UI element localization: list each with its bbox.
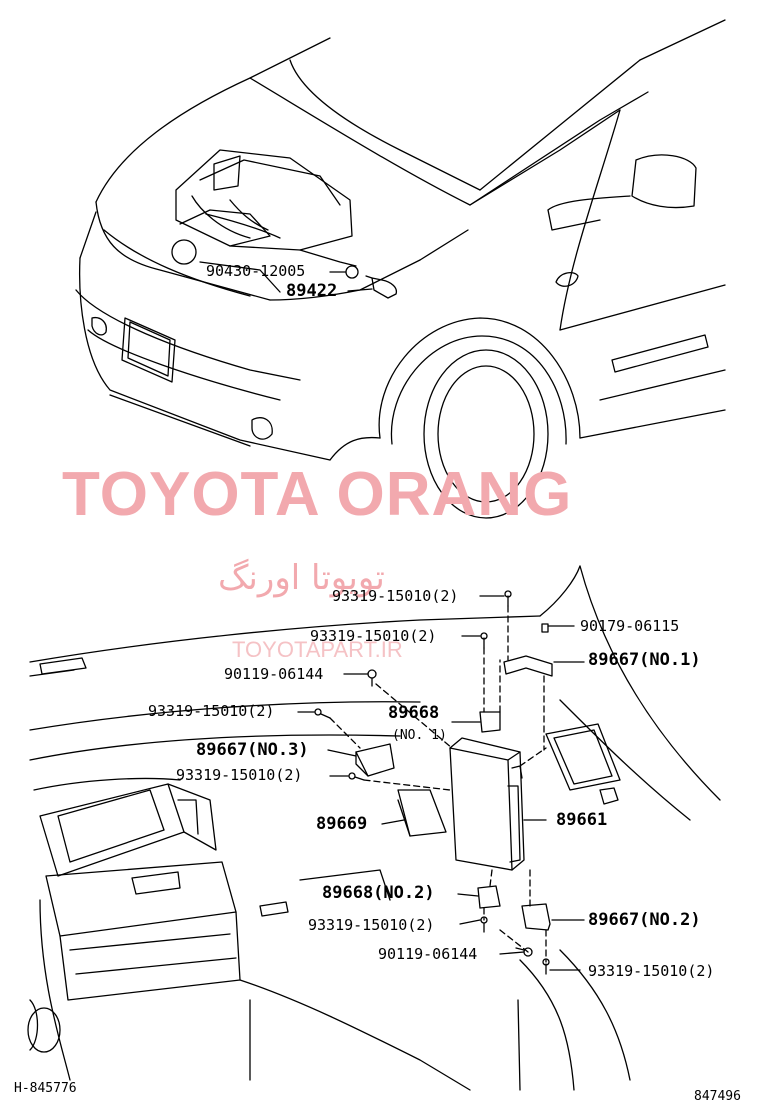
drawing-code-right: 847496 <box>694 1089 741 1104</box>
part-label-90119-a: 90119-06144 <box>224 665 324 683</box>
part-label-90179: 90179-06115 <box>580 617 680 635</box>
part-label-89667-no3: 89667(NO.3) <box>196 740 309 760</box>
part-label-89669: 89669 <box>316 814 368 834</box>
part-label-89667-no2: 89667(NO.2) <box>588 910 701 930</box>
part-label-93319-d: 93319-15010(2) <box>176 766 303 784</box>
leader-lines-upper <box>329 271 373 292</box>
part-label-90430: 90430-12005 <box>206 262 306 280</box>
part-label-89668-top: 89668 <box>388 703 440 723</box>
part-label-89668-no2: 89668(NO.2) <box>322 883 435 903</box>
part-label-89667-no1: 89667(NO.1) <box>588 650 701 670</box>
part-label-93319-b: 93319-15010(2) <box>310 627 437 645</box>
dashboard-outline <box>27 565 721 1091</box>
part-label-89422: 89422 <box>286 281 338 301</box>
part-label-93319-e: 93319-15010(2) <box>308 916 435 934</box>
assembly-lines <box>329 605 547 963</box>
car-body-outline <box>75 19 726 519</box>
watermark-title: TOYOTA ORANG <box>62 460 573 529</box>
part-label-93319-f: 93319-15010(2) <box>588 962 715 980</box>
watermark-url: TOYOTAPART.IR <box>232 637 403 662</box>
part-label-89661: 89661 <box>556 810 608 830</box>
leader-lines-lower <box>297 595 585 971</box>
part-label-93319-a: 93319-15010(2) <box>332 587 459 605</box>
part-label-90119-b: 90119-06144 <box>378 945 478 963</box>
watermark-persian: تویوتا اورنگ <box>218 558 385 598</box>
part-label-93319-c: 93319-15010(2) <box>148 702 275 720</box>
drawing-code-left: H-845776 <box>14 1081 77 1096</box>
part-label-89668-sub: (NO. 1) <box>392 728 447 743</box>
